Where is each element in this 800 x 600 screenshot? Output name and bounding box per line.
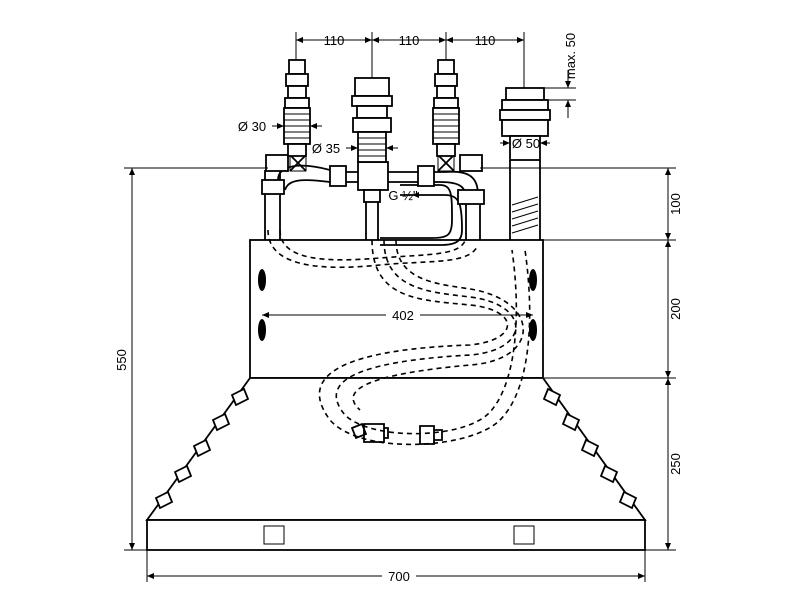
dim-height-bottom: 250 <box>668 453 683 475</box>
valve-centre <box>351 77 393 163</box>
valve-left <box>283 59 311 157</box>
side-clips <box>154 387 638 510</box>
dim-thread: G ½" <box>388 188 418 203</box>
housing-body <box>145 239 647 551</box>
dim-height-top: 100 <box>668 193 683 215</box>
dim-max-height: max. 50 <box>563 33 578 79</box>
dim-height-mid: 200 <box>668 298 683 320</box>
dim-diameter-35: Ø 35 <box>312 141 340 156</box>
valve-right <box>432 59 460 157</box>
hidden-hose <box>267 229 531 446</box>
dim-spacing-2: 110 <box>399 33 420 48</box>
diverter <box>499 87 551 161</box>
dim-width-inner: 402 <box>392 308 414 323</box>
dim-diameter-50: Ø 50 <box>512 136 540 151</box>
dim-diameter-30: Ø 30 <box>238 119 266 134</box>
dim-width-total: 700 <box>388 569 410 584</box>
dimension-lines <box>124 32 676 582</box>
dim-spacing-1: 110 <box>324 33 345 48</box>
dim-height-total: 550 <box>114 349 129 371</box>
dim-spacing-3: 110 <box>475 33 496 48</box>
